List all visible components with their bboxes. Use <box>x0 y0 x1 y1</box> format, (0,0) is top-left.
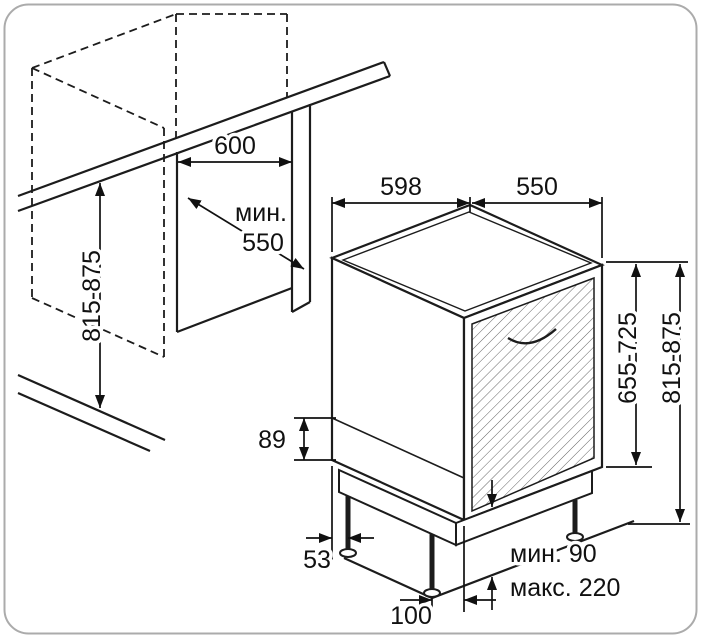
dim-base-height: 89 <box>255 417 336 461</box>
label-appliance-depth: 550 <box>516 173 558 201</box>
dishwasher <box>329 203 605 598</box>
label-plinth-min: мин. 90 <box>510 540 597 568</box>
door-handle <box>507 328 557 345</box>
foot-disc <box>339 548 357 558</box>
label-plinth-max: макс. 220 <box>510 574 620 602</box>
dashed-edge <box>31 13 177 69</box>
foot-disc <box>566 532 584 542</box>
niche-panel-bottom <box>291 301 311 313</box>
foot-rear-left <box>339 496 357 558</box>
countertop-top-edge <box>17 60 385 198</box>
label-appliance-height: 655-725 <box>614 312 642 404</box>
countertop-end-cap <box>382 61 392 77</box>
dim-appliance-height: 655-725 <box>606 261 688 468</box>
label-base-height: 89 <box>258 426 286 454</box>
label-niche-depth-value: 550 <box>242 229 284 257</box>
label-side-foot-offset: 53 <box>303 546 331 574</box>
foot-disc <box>423 588 441 598</box>
plinth-edge-left <box>17 391 151 453</box>
dimension-line <box>187 197 305 270</box>
dimensions: 600 мин. 550 598 550 815-875 655-725 <box>75 129 690 634</box>
countertop-bottom-edge <box>17 74 391 213</box>
label-niche-width: 600 <box>214 132 256 160</box>
dim-plinth-clearance: мин. 90 макс. 220 <box>487 480 624 610</box>
foot-front-left <box>423 534 441 598</box>
niche-floor-edge <box>176 286 293 334</box>
dim-total-height: 815-875 <box>628 264 690 525</box>
base-frame-front <box>455 469 593 547</box>
niche <box>175 104 312 334</box>
dim-side-foot-offset: 53 <box>300 466 374 578</box>
label-total-height: 815-875 <box>658 312 686 404</box>
dishwasher-door-panel <box>471 276 595 513</box>
foot-front-right <box>566 500 584 542</box>
countertop <box>17 60 392 213</box>
label-niche-depth-min: мин. <box>235 199 287 227</box>
dim-niche-depth: мин. 550 <box>187 196 305 270</box>
floor-edge-left <box>17 373 166 442</box>
dim-niche-height: 815-875 <box>75 183 110 408</box>
label-front-foot-offset: 100 <box>390 602 432 630</box>
dim-front-foot-offset: 100 <box>387 526 496 634</box>
dashed-edge <box>31 67 165 129</box>
page-border <box>3 3 698 635</box>
dishwasher-top-rim <box>341 211 593 312</box>
dishwasher-base-line <box>331 417 465 479</box>
dim-appliance-width: 598 <box>331 170 471 252</box>
label-niche-height: 815-875 <box>78 250 106 342</box>
dim-appliance-depth: 550 <box>472 170 603 258</box>
dim-niche-width: 600 <box>178 129 292 167</box>
label-appliance-width: 598 <box>380 173 422 201</box>
